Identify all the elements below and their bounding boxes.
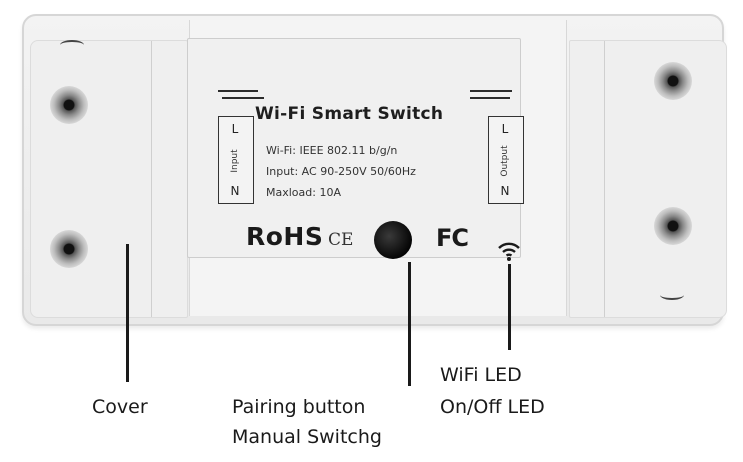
output-n-label: N — [500, 184, 510, 198]
pairing-callout-line1: Pairing button — [232, 396, 366, 418]
output-label: Output — [500, 145, 510, 177]
device-title: Wi-Fi Smart Switch — [255, 104, 444, 124]
screw-icon — [654, 207, 692, 245]
ce-mark: CE — [328, 230, 354, 250]
right-end-cover — [569, 40, 727, 318]
pairing-button[interactable] — [374, 221, 412, 259]
input-terminal — [218, 116, 254, 204]
cover-notch — [60, 40, 84, 50]
decor-line — [222, 97, 264, 99]
led-leader-line — [508, 264, 511, 350]
wifi-led-icon — [498, 242, 520, 261]
input-l-label: L — [231, 122, 239, 136]
decor-line — [470, 97, 510, 99]
rohs-mark: RoHS — [246, 222, 324, 251]
screw-icon — [654, 62, 692, 100]
led-callout-line1: WiFi LED — [440, 364, 522, 386]
spec-maxload: Maxload: 10A — [266, 186, 341, 199]
spec-wifi: Wi-Fi: IEEE 802.11 b/g/n — [266, 144, 398, 157]
cover-notch — [660, 290, 684, 300]
decor-line — [470, 90, 512, 92]
pairing-leader-line — [408, 262, 411, 386]
left-end-cover — [30, 40, 188, 318]
input-label: Input — [230, 149, 240, 173]
output-l-label: L — [501, 122, 509, 136]
fc-mark: FC — [436, 224, 469, 252]
led-callout-line2: On/Off LED — [440, 396, 545, 418]
cover-leader-line — [126, 244, 129, 382]
spec-input: Input: AC 90-250V 50/60Hz — [266, 165, 416, 178]
screw-icon — [50, 230, 88, 268]
screw-icon — [50, 86, 88, 124]
output-terminal — [488, 116, 524, 204]
cover-callout: Cover — [92, 396, 148, 418]
pairing-callout-line2: Manual Switchg — [232, 426, 382, 448]
input-n-label: N — [230, 184, 240, 198]
decor-line — [218, 90, 258, 92]
